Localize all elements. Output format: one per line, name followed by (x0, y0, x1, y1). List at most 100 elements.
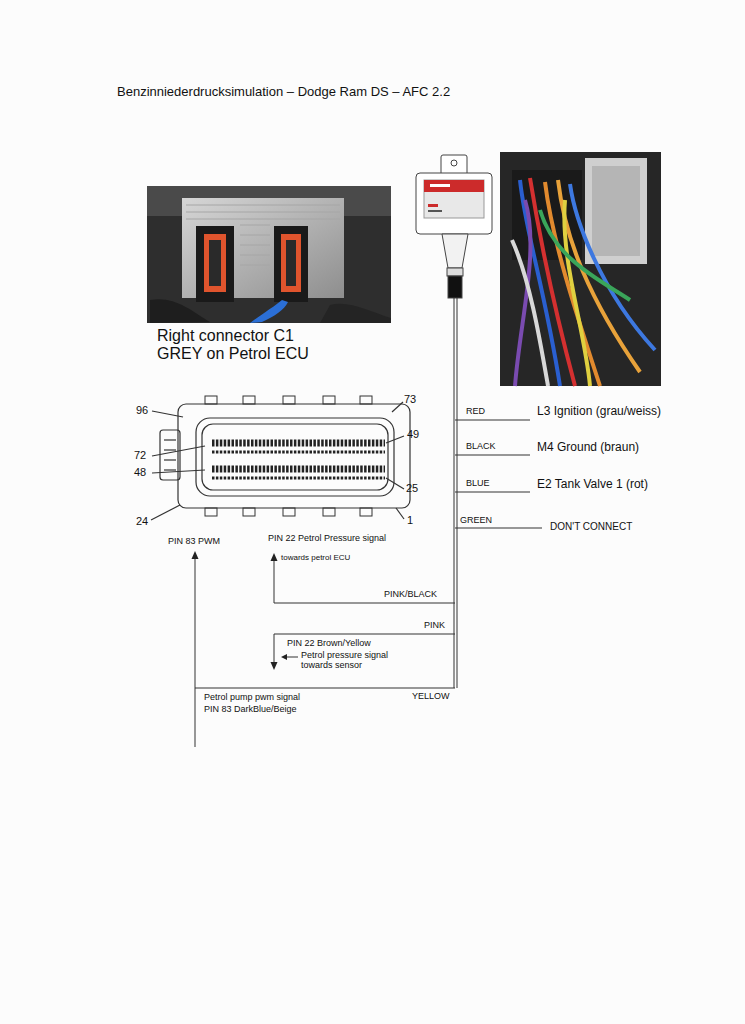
illustration-part (386, 436, 404, 443)
illustration-part (274, 226, 308, 302)
wire-color: PINK (424, 620, 445, 630)
illustration-part (274, 560, 275, 603)
illustration-part (416, 173, 492, 234)
illustration-part (442, 234, 468, 268)
connection-note: L3 Ignition (grau/weiss) (537, 405, 661, 419)
connection-note: DON'T CONNECT (550, 521, 632, 533)
connection-note: M4 Ground (braun) (537, 441, 639, 455)
pin-label: PIN 22 Brown/Yellow (287, 638, 371, 648)
illustration-part (178, 404, 410, 508)
illustration-part (212, 466, 385, 473)
pin-label: PIN 22 Petrol Pressure signal (268, 533, 386, 543)
wire-color: PINK/BLACK (384, 589, 437, 599)
pin-number: 48 (134, 466, 146, 479)
illustration-part (212, 451, 385, 454)
illustration-part (430, 184, 450, 187)
illustration-part (320, 304, 391, 323)
illustration-part (585, 158, 647, 264)
wire-color: YELLOW (412, 691, 450, 701)
illustration-part (209, 240, 221, 286)
illustration-part (271, 553, 278, 561)
illustration-part (424, 180, 484, 192)
illustration-part (152, 411, 183, 417)
illustration-part (240, 265, 270, 266)
illustration-part (243, 396, 255, 404)
illustration-part (240, 225, 270, 226)
illustration-part (323, 508, 335, 516)
illustration-part (592, 166, 640, 256)
illustration-part (360, 508, 372, 516)
pin-number: 1 (407, 514, 413, 527)
signal-note: Petrol pump pwm signal (204, 692, 300, 702)
illustration-part (186, 219, 340, 220)
illustration-part (455, 528, 542, 529)
illustration-part (205, 396, 372, 516)
pin-number: 72 (134, 449, 146, 462)
pin-number: 49 (407, 428, 419, 441)
illustration-part (274, 603, 455, 604)
illustration-part (424, 180, 484, 218)
illustration-part (283, 396, 295, 404)
illustration-part (195, 688, 455, 689)
illustration-part (360, 396, 372, 404)
illustration-part (447, 268, 463, 276)
illustration-part (455, 420, 530, 421)
pin-number: 24 (136, 515, 148, 528)
illustration-part (196, 418, 394, 496)
illustration-part (196, 226, 234, 302)
illustration-part (205, 508, 217, 516)
illustration-part (152, 446, 205, 456)
illustration-part (448, 276, 462, 298)
illustration-part (164, 439, 176, 440)
illustration-part (454, 298, 455, 688)
illustration-part (212, 440, 385, 447)
illustration-part (150, 299, 210, 323)
page-title: Benzinniederdrucksimulation – Dodge Ram … (117, 85, 450, 100)
illustration-part (274, 634, 455, 635)
illustration-part (500, 152, 661, 386)
illustration-part (151, 505, 180, 520)
illustration-part (512, 178, 655, 386)
illustration-part (195, 556, 196, 747)
connection-note: E2 Tank Valve 1 (rot) (537, 478, 648, 492)
illustration-part (274, 634, 275, 664)
illustration-part (451, 160, 457, 166)
illustration-part (250, 300, 288, 323)
illustration-part (428, 204, 438, 207)
wiring-lines (195, 298, 542, 747)
illustration-part (152, 470, 205, 473)
pin-number: 73 (404, 393, 416, 406)
illustration-part (396, 508, 404, 519)
wire-color: BLACK (466, 441, 496, 451)
illustration-part (164, 459, 176, 460)
wire-color: GREEN (460, 515, 492, 525)
illustration-part (457, 298, 458, 688)
illustration-part (240, 235, 270, 236)
illustration-part (455, 492, 530, 493)
illustration-part (283, 508, 295, 516)
signal-note: Petrol pressure signal towards sensor (301, 650, 401, 671)
ecu-photo (147, 186, 391, 323)
illustration-part (512, 240, 548, 386)
illustration-part (205, 396, 217, 404)
pin-label: PIN 83 PWM (168, 536, 220, 546)
illustration-part (286, 240, 296, 286)
illustration-part (323, 396, 335, 404)
illustration-part (564, 200, 590, 386)
illustration-part (455, 455, 530, 456)
connector-drawing (151, 396, 410, 520)
arrow-heads (192, 551, 288, 670)
illustration-part (186, 205, 340, 206)
wire-color: BLUE (466, 478, 490, 488)
illustration-part (182, 198, 344, 298)
pin-number: 25 (406, 482, 418, 495)
illustration-part (243, 508, 255, 516)
pin-number: 96 (136, 404, 148, 417)
emulator-device (416, 155, 492, 298)
illustration-part (392, 402, 403, 412)
illustration-part (281, 654, 287, 660)
illustration-part (240, 245, 270, 246)
illustration-part (271, 662, 278, 670)
illustration-part (240, 255, 270, 256)
